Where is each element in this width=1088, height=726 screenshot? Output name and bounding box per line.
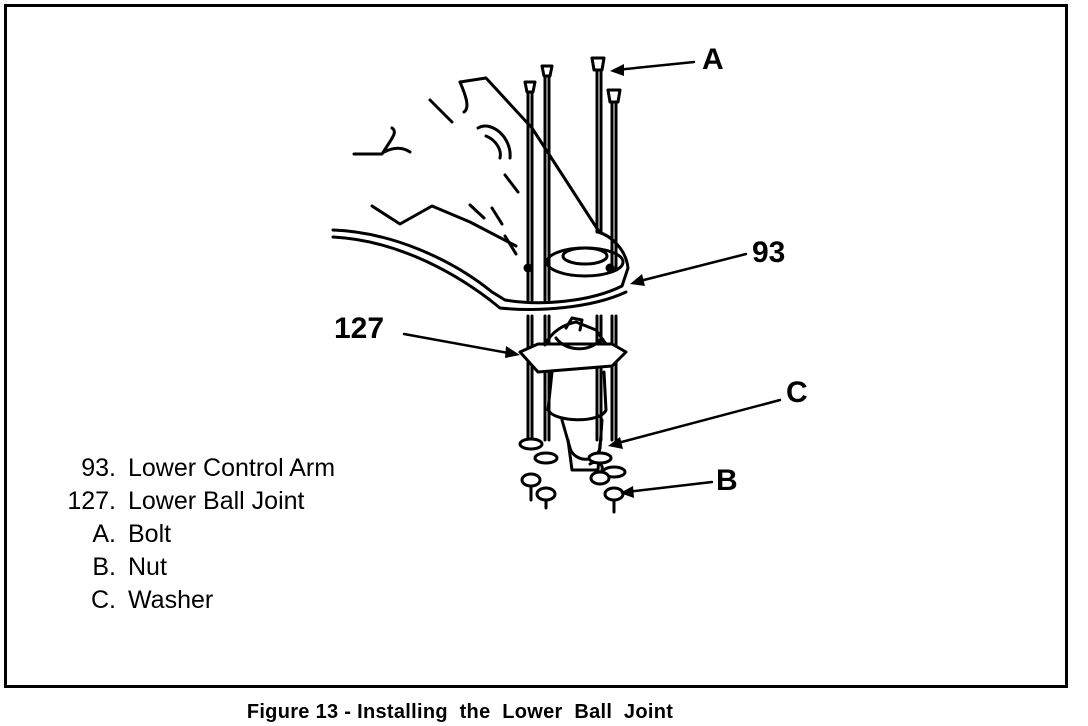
- legend-key: A.: [92, 520, 116, 548]
- legend-text: Nut: [128, 553, 167, 581]
- lower-control-arm: [331, 76, 630, 311]
- callout-c: C: [786, 376, 808, 409]
- bolt-1: [540, 64, 554, 442]
- callout-b: B: [716, 464, 738, 497]
- parts-legend: 93. Lower Control Arm 127. Lower Ball Jo…: [40, 452, 335, 617]
- callout-a: A: [702, 43, 724, 76]
- callout-93: 93: [752, 236, 786, 269]
- legend-item: A. Bolt: [40, 518, 335, 551]
- legend-item: C. Washer: [40, 584, 335, 617]
- figure-frame: [4, 4, 1068, 688]
- legend-text: Bolt: [128, 520, 172, 548]
- figure-caption: Figure 13 - Installing the Lower Ball Jo…: [246, 701, 674, 723]
- leader-arrowheads: [505, 64, 645, 498]
- legend-key: 93.: [81, 454, 116, 482]
- legend-item: 127. Lower Ball Joint: [40, 485, 335, 518]
- bolt-4: [606, 88, 622, 442]
- legend-item: B. Nut: [40, 551, 335, 584]
- legend-text: Washer: [128, 586, 214, 614]
- leader-lines: [402, 60, 782, 494]
- legend-text: Lower Ball Joint: [128, 487, 305, 515]
- legend-key: 127.: [67, 487, 116, 515]
- callout-127: 127: [334, 312, 385, 345]
- legend-item: 93. Lower Control Arm: [40, 452, 335, 485]
- legend-text: Lower Control Arm: [128, 454, 336, 482]
- washers-and-nuts: [518, 437, 627, 514]
- bolt-2: [523, 80, 537, 442]
- legend-key: B.: [92, 553, 116, 581]
- legend-key: C.: [91, 586, 116, 614]
